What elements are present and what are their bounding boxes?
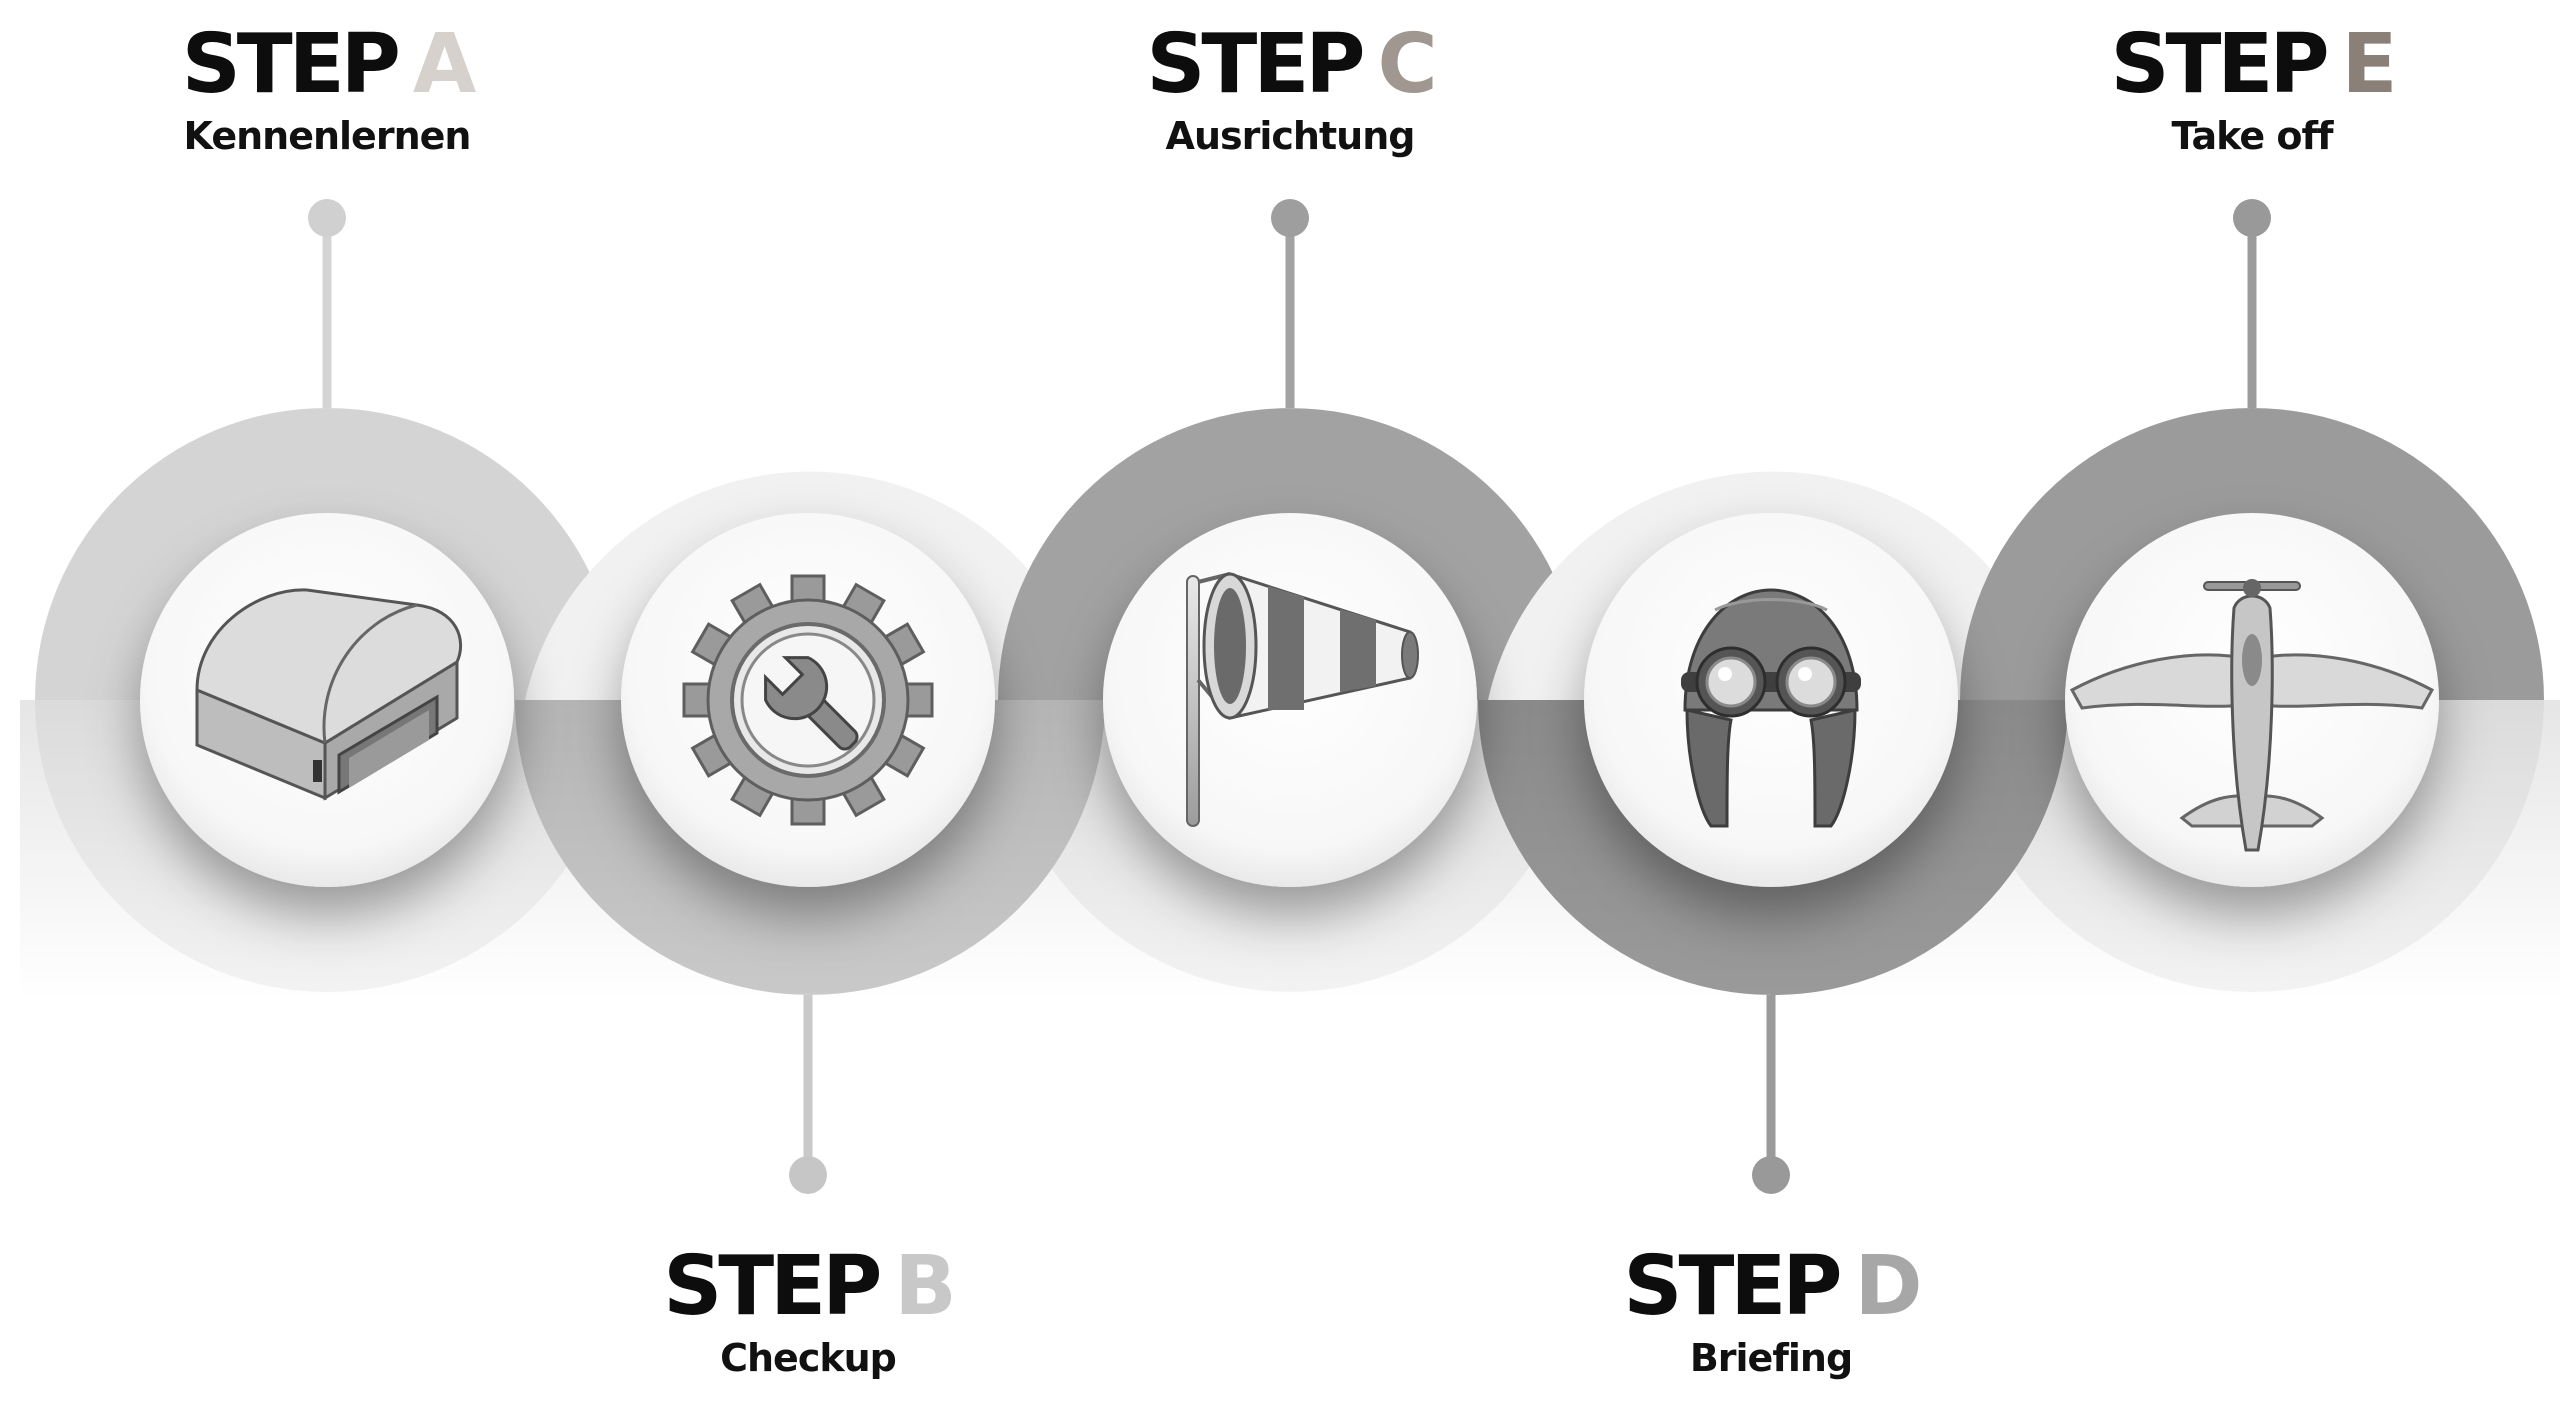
stem-dot-c [1271,199,1309,237]
step-letter: E [2341,17,2398,112]
step-label: Ausrichtung [1165,114,1416,158]
step-word: STEP [181,17,401,112]
step-label: Take off [2171,114,2333,158]
stem-dot-e [2233,199,2271,237]
step-word: STEP [1146,17,1365,112]
stem-dot-a [308,199,346,237]
stem-dot-d [1752,1156,1790,1194]
gear-wrench-icon [682,574,934,826]
pilot-helmet-icon [1681,588,1861,828]
step-word: STEP [1623,1239,1842,1334]
step-label: Kennenlernen [183,114,472,158]
hangar-icon [195,588,463,801]
step-label: Briefing [1689,1336,1853,1380]
step-letter: C [1377,17,1437,112]
step-word: STEP [2110,17,2329,112]
step-letter: B [894,1239,956,1334]
airplane-icon [2069,579,2435,852]
step-word: STEP [663,1239,882,1334]
step-letter: D [1854,1239,1923,1334]
step-label: Checkup [720,1336,897,1380]
step-letter: A [412,17,477,112]
windsock-icon [1186,571,1419,827]
stem-dot-b [789,1156,827,1194]
